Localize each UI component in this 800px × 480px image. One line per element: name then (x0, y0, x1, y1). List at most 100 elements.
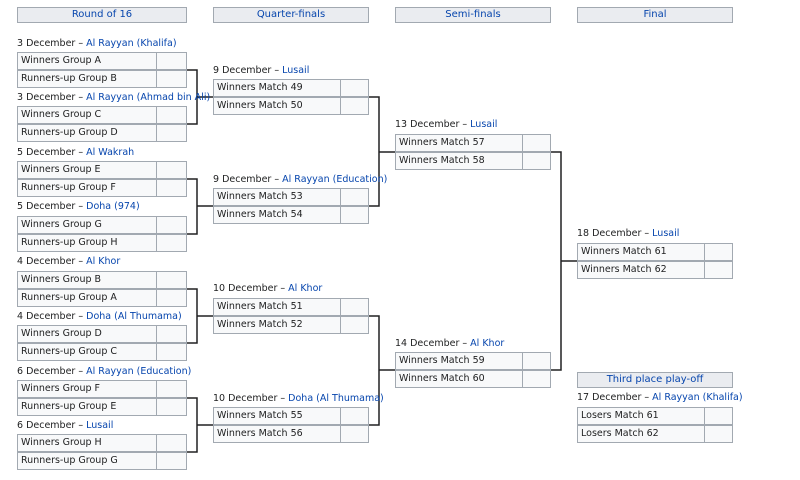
team-row: Winners Match 57 (395, 134, 551, 152)
match-info: 10 December – Doha (Al Thumama) (213, 392, 384, 406)
team-name: Winners Match 61 (578, 244, 705, 260)
team-name: Winners Group E (18, 162, 157, 178)
match-venue-link[interactable]: Doha (974) (86, 201, 140, 212)
team-name: Runners-up Group G (18, 453, 157, 469)
team-name: Winners Group F (18, 381, 157, 397)
team-score (155, 217, 186, 233)
team-name: Winners Match 59 (396, 353, 523, 369)
team-row: Runners-up Group E (17, 398, 187, 416)
match-date: 3 December – (17, 38, 84, 49)
team-score (155, 125, 186, 141)
match-venue-link[interactable]: Lusail (282, 65, 310, 76)
match-date: 5 December – (17, 201, 84, 212)
team-score (521, 153, 550, 169)
team-name: Winners Match 53 (214, 189, 341, 205)
team-row: Runners-up Group A (17, 289, 187, 307)
team-row: Winners Match 60 (395, 370, 551, 388)
match-venue-link[interactable]: Lusail (86, 420, 114, 431)
connector-qf-3-4 (369, 315, 395, 426)
team-row: Winners Group C (17, 106, 187, 124)
team-score (155, 399, 186, 415)
connector-r16-1-2 (187, 69, 213, 125)
match-venue-link[interactable]: Al Khor (86, 256, 121, 267)
team-score (155, 180, 186, 196)
team-row: Winners Group F (17, 380, 187, 398)
match-date: 10 December – (213, 283, 286, 294)
match-info: 9 December – Lusail (213, 64, 309, 78)
match-date: 14 December – (395, 338, 468, 349)
team-name: Losers Match 61 (578, 408, 705, 424)
team-score (339, 80, 368, 96)
team-row: Runners-up Group G (17, 452, 187, 470)
team-score (703, 408, 732, 424)
team-score (155, 435, 186, 451)
match-date: 4 December – (17, 311, 84, 322)
match-date: 17 December – (577, 392, 650, 403)
match-venue-link[interactable]: Doha (Al Thumama) (86, 311, 182, 322)
header-final: Final (577, 7, 733, 23)
team-row: Runners-up Group H (17, 234, 187, 252)
match-date: 6 December – (17, 366, 84, 377)
match-venue-link[interactable]: Al Rayyan (Education) (282, 174, 388, 185)
team-row: Winners Match 53 (213, 188, 369, 206)
match-venue-link[interactable]: Lusail (652, 228, 680, 239)
match-info: 18 December – Lusail (577, 227, 679, 241)
match-date: 9 December – (213, 65, 280, 76)
team-score (155, 53, 186, 69)
team-name: Winners Group D (18, 326, 157, 342)
team-row: Winners Group A (17, 52, 187, 70)
match-date: 6 December – (17, 420, 84, 431)
match-info: 5 December – Doha (974) (17, 200, 140, 214)
team-name: Runners-up Group E (18, 399, 157, 415)
team-row: Runners-up Group F (17, 179, 187, 197)
header-round-of-16: Round of 16 (17, 7, 187, 23)
match-venue-link[interactable]: Al Rayyan (Khalifa) (652, 392, 743, 403)
connector-r16-5-6 (187, 288, 213, 344)
team-name: Runners-up Group B (18, 71, 157, 87)
team-name: Winners Match 50 (214, 98, 341, 114)
match-info: 3 December – Al Rayyan (Ahmad bin Ali) (17, 91, 210, 105)
team-score (703, 426, 732, 442)
match-venue-link[interactable]: Al Rayyan (Education) (86, 366, 192, 377)
team-name: Winners Group H (18, 435, 157, 451)
team-score (155, 235, 186, 251)
match-date: 4 December – (17, 256, 84, 267)
match-venue-link[interactable]: Al Khor (288, 283, 323, 294)
match-venue-link[interactable]: Al Khor (470, 338, 505, 349)
team-name: Losers Match 62 (578, 426, 705, 442)
team-score (521, 353, 550, 369)
match-info: 10 December – Al Khor (213, 282, 322, 296)
team-row: Winners Match 58 (395, 152, 551, 170)
team-name: Runners-up Group F (18, 180, 157, 196)
team-score (155, 290, 186, 306)
match-venue-link[interactable]: Al Rayyan (Ahmad bin Ali) (86, 92, 211, 103)
team-name: Winners Match 62 (578, 262, 705, 278)
team-score (703, 244, 732, 260)
header-third-place: Third place play-off (577, 372, 733, 388)
team-name: Winners Match 49 (214, 80, 341, 96)
team-name: Winners Group B (18, 272, 157, 288)
team-row: Winners Group H (17, 434, 187, 452)
match-venue-link[interactable]: Lusail (470, 119, 498, 130)
team-row: Winners Match 56 (213, 425, 369, 443)
team-row: Runners-up Group D (17, 124, 187, 142)
match-venue-link[interactable]: Doha (Al Thumama) (288, 393, 384, 404)
match-info: 4 December – Doha (Al Thumama) (17, 310, 182, 324)
connector-r16-3-4 (187, 178, 213, 235)
team-row: Winners Match 54 (213, 206, 369, 224)
team-score (155, 272, 186, 288)
team-name: Runners-up Group A (18, 290, 157, 306)
team-name: Runners-up Group D (18, 125, 157, 141)
team-row: Winners Match 50 (213, 97, 369, 115)
team-row: Winners Match 55 (213, 407, 369, 425)
team-row: Winners Match 61 (577, 243, 733, 261)
team-row: Runners-up Group C (17, 343, 187, 361)
team-score (339, 426, 368, 442)
match-venue-link[interactable]: Al Wakrah (86, 147, 135, 158)
team-row: Winners Match 59 (395, 352, 551, 370)
match-date: 10 December – (213, 393, 286, 404)
match-venue-link[interactable]: Al Rayyan (Khalifa) (86, 38, 177, 49)
match-info: 5 December – Al Wakrah (17, 146, 134, 160)
team-score (155, 381, 186, 397)
team-row: Winners Group B (17, 271, 187, 289)
